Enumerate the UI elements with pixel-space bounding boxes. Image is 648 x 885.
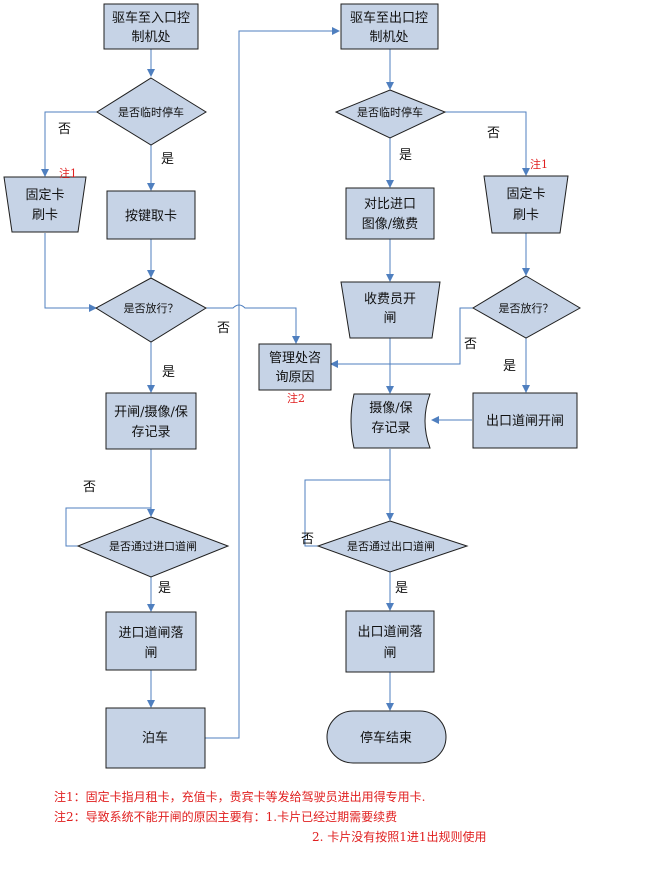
label-entry-release-yes: 是 (162, 365, 175, 380)
footnote-1: 注1：固定卡指月租卡，充值卡，贵宾卡等发给驾驶员进出用得专用卡. (54, 790, 426, 804)
svg-text:制机处: 制机处 (369, 30, 408, 45)
decision-exit-pass: 是否通过出口道闸 (316, 520, 469, 573)
svg-text:存记录: 存记录 (371, 421, 410, 436)
footnote-2: 注2：导致系统不能开闸的原因主要有：1.卡片已经过期需要续费 (54, 810, 398, 824)
label-entry-pass-no: 否 (83, 480, 96, 495)
svg-text:图像/缴费: 图像/缴费 (362, 217, 418, 232)
svg-text:闸: 闸 (383, 311, 396, 326)
decision-exit-temp: 是否临时停车 (334, 89, 447, 139)
svg-text:开闸/摄像/保: 开闸/摄像/保 (114, 405, 188, 420)
node-exit-fixed-card: 固定卡 刷卡 (483, 175, 569, 234)
arrow-entry-pass-loop (65, 507, 155, 547)
svg-text:刷卡: 刷卡 (513, 208, 539, 223)
svg-text:泊车: 泊车 (142, 730, 168, 746)
label-entry-release-no: 否 (217, 321, 230, 336)
arrow-exit-release-no (330, 307, 473, 368)
svg-text:固定卡: 固定卡 (506, 187, 545, 202)
svg-text:是否放行？: 是否放行？ (499, 301, 554, 315)
svg-text:是否放行？: 是否放行？ (124, 301, 179, 315)
label-entry-pass-yes: 是 (158, 581, 171, 596)
node-exit-close: 出口道闸落 闸 (345, 610, 435, 673)
node-management: 管理处咨 询原因 (258, 343, 332, 391)
svg-text:存记录: 存记录 (131, 425, 170, 440)
arrow-exit-pass-loop (304, 479, 394, 547)
svg-text:是否临时停车: 是否临时停车 (118, 105, 184, 119)
svg-text:停车结束: 停车结束 (360, 730, 412, 746)
label-entry-temp-yes: 是 (161, 152, 174, 167)
branch-labels: 否 是 注1 否 是 注2 否 是 是 否 注1 否 是 否 是 (58, 122, 548, 596)
node-entry-drive: 驱车至入口控 制机处 (103, 3, 199, 50)
terminator-end: 停车结束 (326, 710, 447, 764)
node-exit-record: 摄像/保 存记录 (350, 393, 431, 449)
svg-text:刷卡: 刷卡 (32, 208, 58, 223)
label-exit-release-yes: 是 (503, 359, 516, 374)
svg-text:闸: 闸 (144, 646, 157, 661)
svg-text:询原因: 询原因 (275, 370, 314, 385)
arrow-park-to-exit (205, 27, 340, 739)
svg-text:是否临时停车: 是否临时停车 (357, 105, 423, 119)
connectors (41, 27, 530, 739)
label-exit-pass-yes: 是 (395, 581, 408, 596)
node-entry-close: 进口道闸落 闸 (105, 611, 197, 671)
svg-text:固定卡: 固定卡 (25, 188, 64, 203)
label-note2: 注2 (287, 391, 305, 405)
svg-text:进口道闸落: 进口道闸落 (118, 626, 183, 641)
node-entry-press-card: 按键取卡 (106, 190, 196, 240)
arrow-entry-fixed-to-release (44, 233, 97, 312)
arrow-entry-temp-no (41, 111, 97, 177)
svg-text:收费员开: 收费员开 (364, 292, 416, 307)
svg-text:对比进口: 对比进口 (364, 197, 416, 212)
decision-entry-release: 是否放行？ (95, 277, 207, 343)
node-exit-compare: 对比进口 图像/缴费 (345, 187, 435, 240)
svg-text:制机处: 制机处 (131, 30, 170, 45)
svg-text:是否通过进口道闸: 是否通过进口道闸 (109, 539, 197, 553)
svg-text:驱车至入口控: 驱车至入口控 (112, 10, 190, 26)
decision-entry-pass: 是否通过进口道闸 (76, 516, 230, 578)
svg-text:出口道闸开闸: 出口道闸开闸 (486, 414, 564, 429)
svg-text:驱车至出口控: 驱车至出口控 (350, 10, 428, 26)
label-exit-pass-no: 否 (301, 532, 314, 547)
decision-exit-release: 是否放行？ (472, 275, 582, 339)
label-note1-left: 注1 (59, 166, 77, 180)
svg-text:是否通过出口道闸: 是否通过出口道闸 (347, 539, 435, 553)
svg-text:闸: 闸 (383, 646, 396, 661)
node-entry-fixed-card: 固定卡 刷卡 (3, 176, 87, 233)
node-exit-drive: 驱车至出口控 制机处 (340, 3, 439, 50)
node-park: 泊车 (105, 707, 206, 769)
svg-text:摄像/保: 摄像/保 (369, 401, 412, 416)
arrow-exit-temp-no (445, 111, 530, 176)
label-entry-temp-no: 否 (58, 122, 71, 137)
arrow-entry-release-no (206, 304, 300, 344)
label-exit-temp-no: 否 (487, 126, 500, 141)
label-exit-temp-yes: 是 (399, 148, 412, 163)
footnote-2-continued: 2. 卡片没有按照1进1出规则使用 (312, 830, 487, 844)
decision-entry-temp: 是否临时停车 (96, 77, 207, 146)
node-exit-open: 出口道闸开闸 (472, 392, 578, 449)
node-entry-open: 开闸/摄像/保 存记录 (105, 392, 197, 450)
svg-text:出口道闸落: 出口道闸落 (357, 625, 422, 640)
node-exit-cashier: 收费员开 闸 (340, 281, 441, 339)
label-exit-release-no: 否 (464, 337, 477, 352)
label-note1-right: 注1 (530, 157, 548, 171)
svg-text:按键取卡: 按键取卡 (125, 209, 177, 224)
svg-text:管理处咨: 管理处咨 (269, 351, 321, 366)
